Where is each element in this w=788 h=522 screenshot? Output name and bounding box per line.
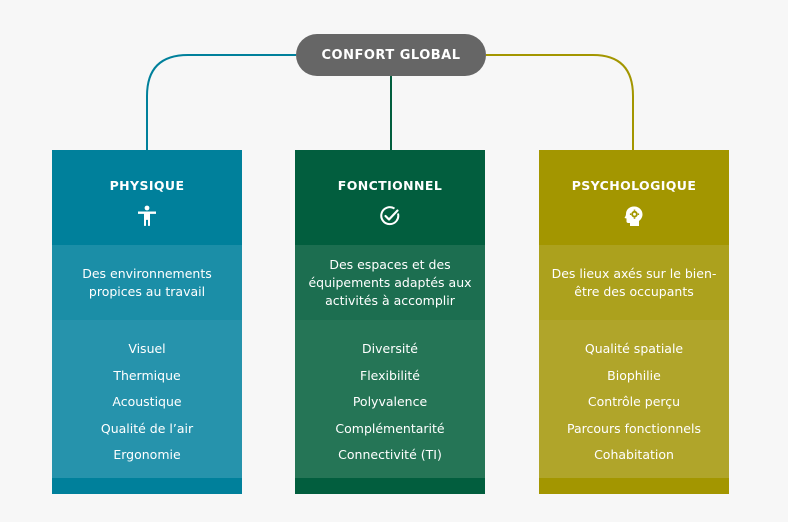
card-physique: PHYSIQUE Des environnements propices au … [52,150,242,494]
list-item: Contrôle perçu [587,394,681,409]
card-item-list: Qualité spatiale Biophilie Contrôle perç… [539,320,729,478]
card-item-list: Visuel Thermique Acoustique Qualité de l… [52,320,242,478]
check-circle-icon [380,206,400,226]
list-item: Parcours fonctionnels [567,420,701,436]
card-footer [539,478,729,494]
list-item: Ergonomie [113,447,181,462]
card-fonctionnel: FONCTIONNEL Des espaces et des équipemen… [295,150,485,494]
card-footer [52,478,242,494]
card-title: FONCTIONNEL [337,178,443,193]
list-item: Polyvalence [352,394,428,409]
card-header: FONCTIONNEL [295,150,485,245]
card-psychologique: PSYCHOLOGIQUE Des lieux axés sur le bien… [539,150,729,494]
connector-psychologique [486,54,634,150]
list-item: Connectivité (TI) [338,447,442,462]
card-title: PSYCHOLOGIQUE [571,178,697,193]
root-label: CONFORT GLOBAL [321,47,461,63]
list-item: Acoustique [112,394,182,409]
list-item: Qualité de l’air [100,420,194,436]
root-node-confort-global: CONFORT GLOBAL [296,34,486,76]
card-item-list: Diversité Flexibilité Polyvalence Complé… [295,320,485,478]
card-header: PSYCHOLOGIQUE [539,150,729,245]
list-item: Biophilie [607,367,661,383]
list-item: Visuel [128,341,166,356]
card-header: PHYSIQUE [52,150,242,245]
connector-physique [146,54,296,150]
accessibility-person-icon [138,205,156,226]
list-item: Diversité [362,341,418,356]
card-description: Des espaces et des équipements adaptés a… [295,245,485,320]
card-description: Des lieux axés sur le bien-être des occu… [539,245,729,320]
card-footer [295,478,485,494]
list-item: Cohabitation [594,447,674,462]
list-item: Thermique [113,367,181,383]
card-description: Des environnements propices au travail [52,245,242,320]
head-gear-icon [624,206,643,226]
list-item: Complémentarité [335,420,445,436]
list-item: Flexibilité [360,367,420,383]
card-title: PHYSIQUE [109,178,185,193]
list-item: Qualité spatiale [584,341,684,356]
